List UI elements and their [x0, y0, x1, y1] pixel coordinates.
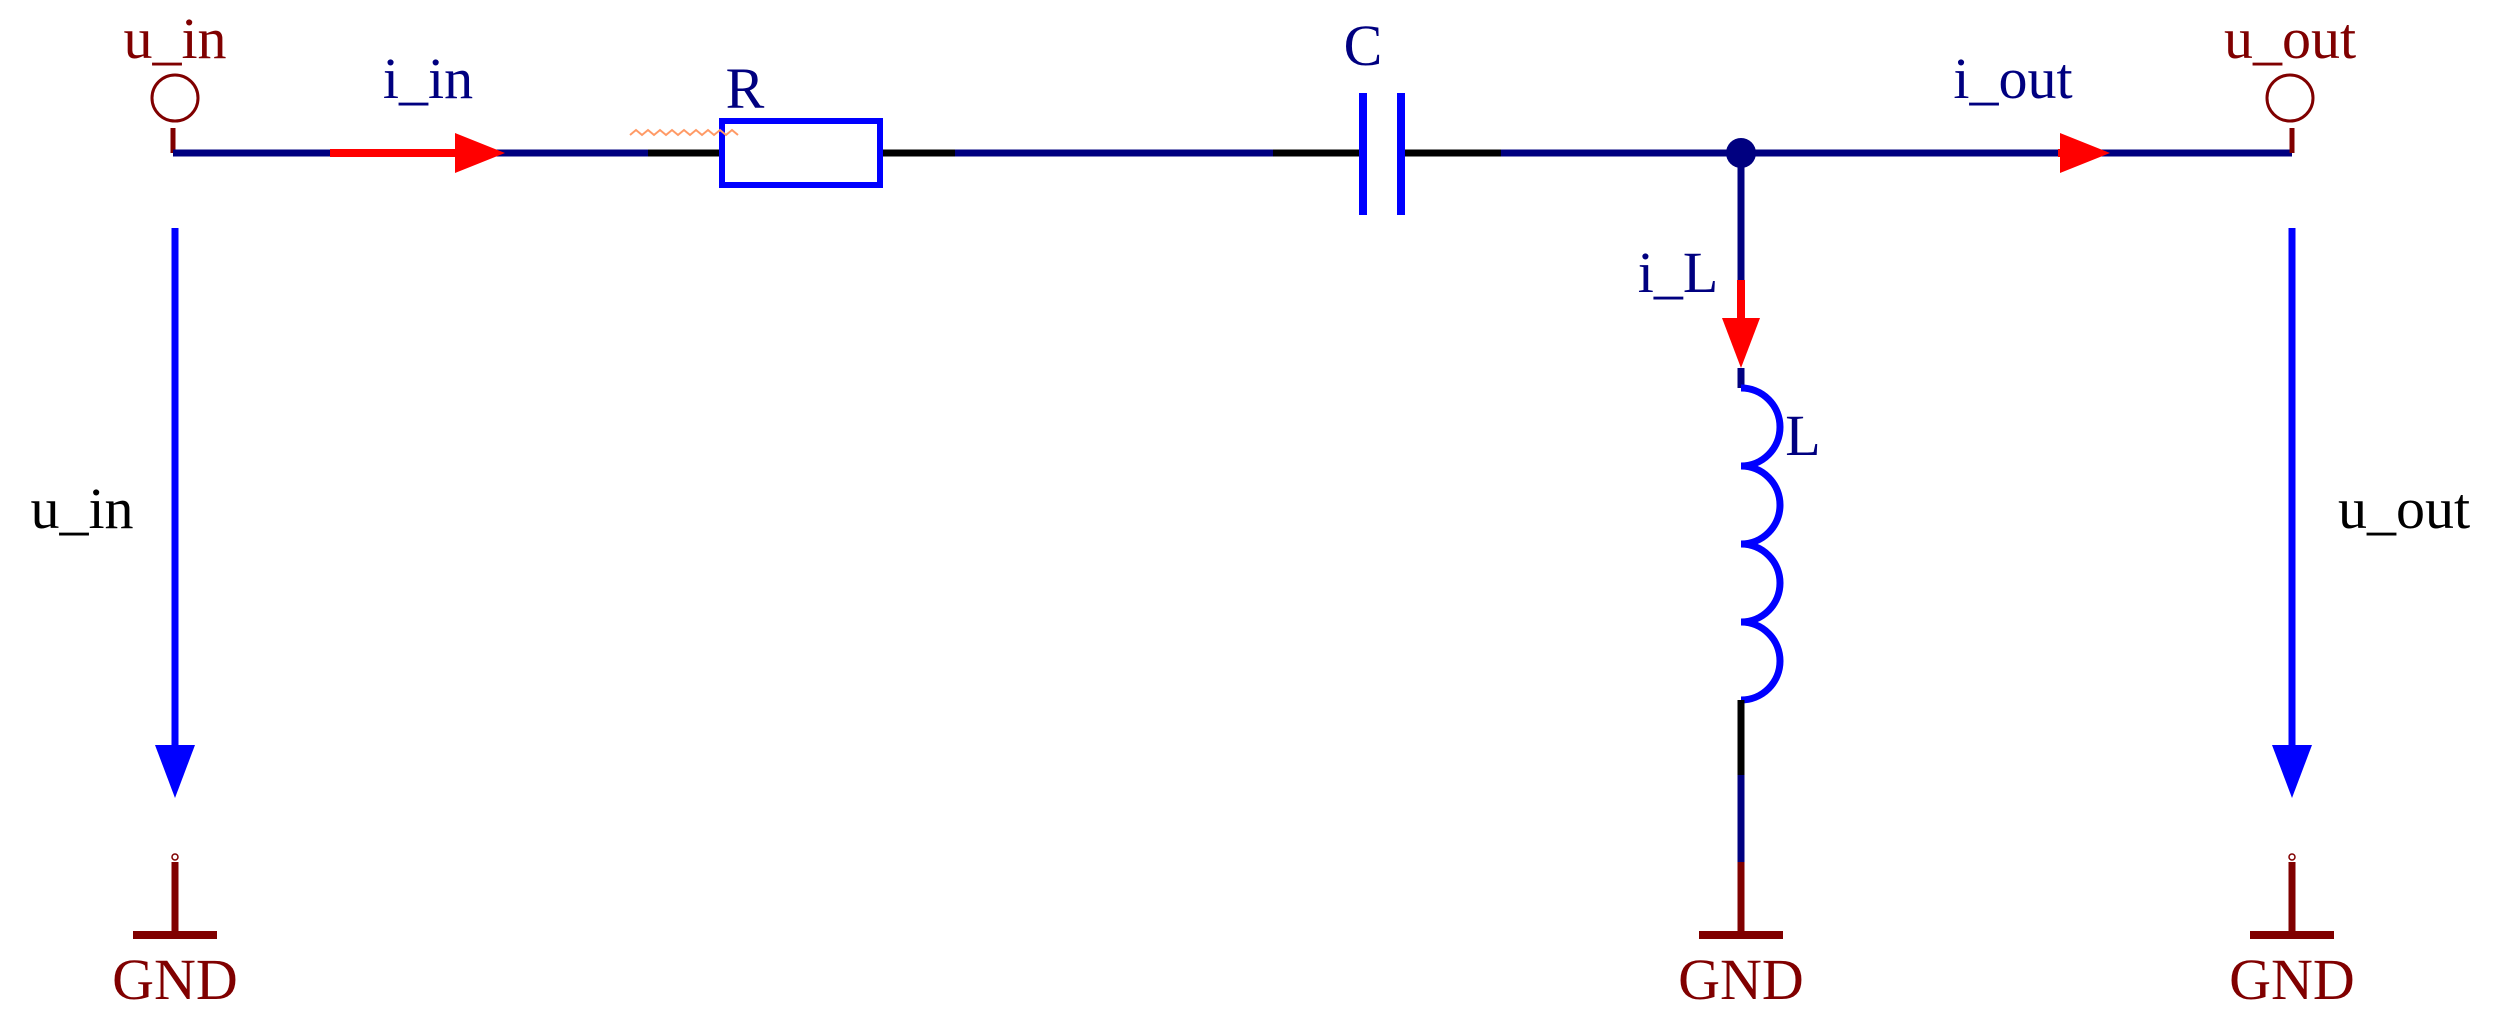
- output-voltage-arrow: u_out: [2272, 228, 2470, 798]
- output-port-label: u_out: [2224, 6, 2356, 71]
- arrow-head-icon: [155, 745, 195, 798]
- resistor-label: R: [726, 56, 765, 121]
- capacitor-label: C: [1344, 13, 1383, 78]
- resistor: R: [629, 56, 883, 188]
- arrow-head-icon: [2272, 745, 2312, 798]
- inductor-label: L: [1785, 403, 1820, 468]
- input-voltage-label: u_in: [30, 476, 133, 541]
- ground-input: GND: [112, 853, 238, 1012]
- resistor-squiggle-icon: [629, 128, 739, 137]
- output-port: u_out: [2224, 6, 2356, 123]
- ground-inductor: GND: [1678, 862, 1804, 1012]
- arrow-head-icon: [455, 133, 505, 173]
- inductor-branch: [1722, 153, 1784, 862]
- input-voltage-arrow: u_in: [30, 228, 195, 798]
- ground-icon: [133, 853, 217, 939]
- arrow-head-icon: [2060, 133, 2110, 173]
- input-port: u_in: [123, 6, 227, 123]
- ground-label: GND: [1678, 947, 1804, 1012]
- port-circle-icon: [150, 73, 200, 123]
- output-current-arrow: i_out: [1953, 46, 2110, 173]
- resistor-body: [719, 118, 883, 188]
- inductor-coil: [1740, 384, 1784, 704]
- ground-label: GND: [2229, 947, 2355, 1012]
- capacitor: C: [1344, 13, 1405, 215]
- main-wire: [170, 128, 2295, 157]
- ground-icon: [1699, 862, 1783, 939]
- input-current-arrow: i_in: [383, 46, 505, 173]
- input-current-label: i_in: [383, 46, 473, 111]
- inductor-current-label: i_L: [1638, 240, 1719, 305]
- output-current-label: i_out: [1953, 46, 2072, 111]
- port-circle-icon: [2265, 73, 2315, 123]
- ground-output: GND: [2229, 853, 2355, 1012]
- input-port-label: u_in: [123, 6, 226, 71]
- ground-icon: [2250, 853, 2334, 939]
- arrow-head-icon: [1722, 318, 1760, 368]
- ground-label: GND: [112, 947, 238, 1012]
- output-voltage-label: u_out: [2338, 476, 2470, 541]
